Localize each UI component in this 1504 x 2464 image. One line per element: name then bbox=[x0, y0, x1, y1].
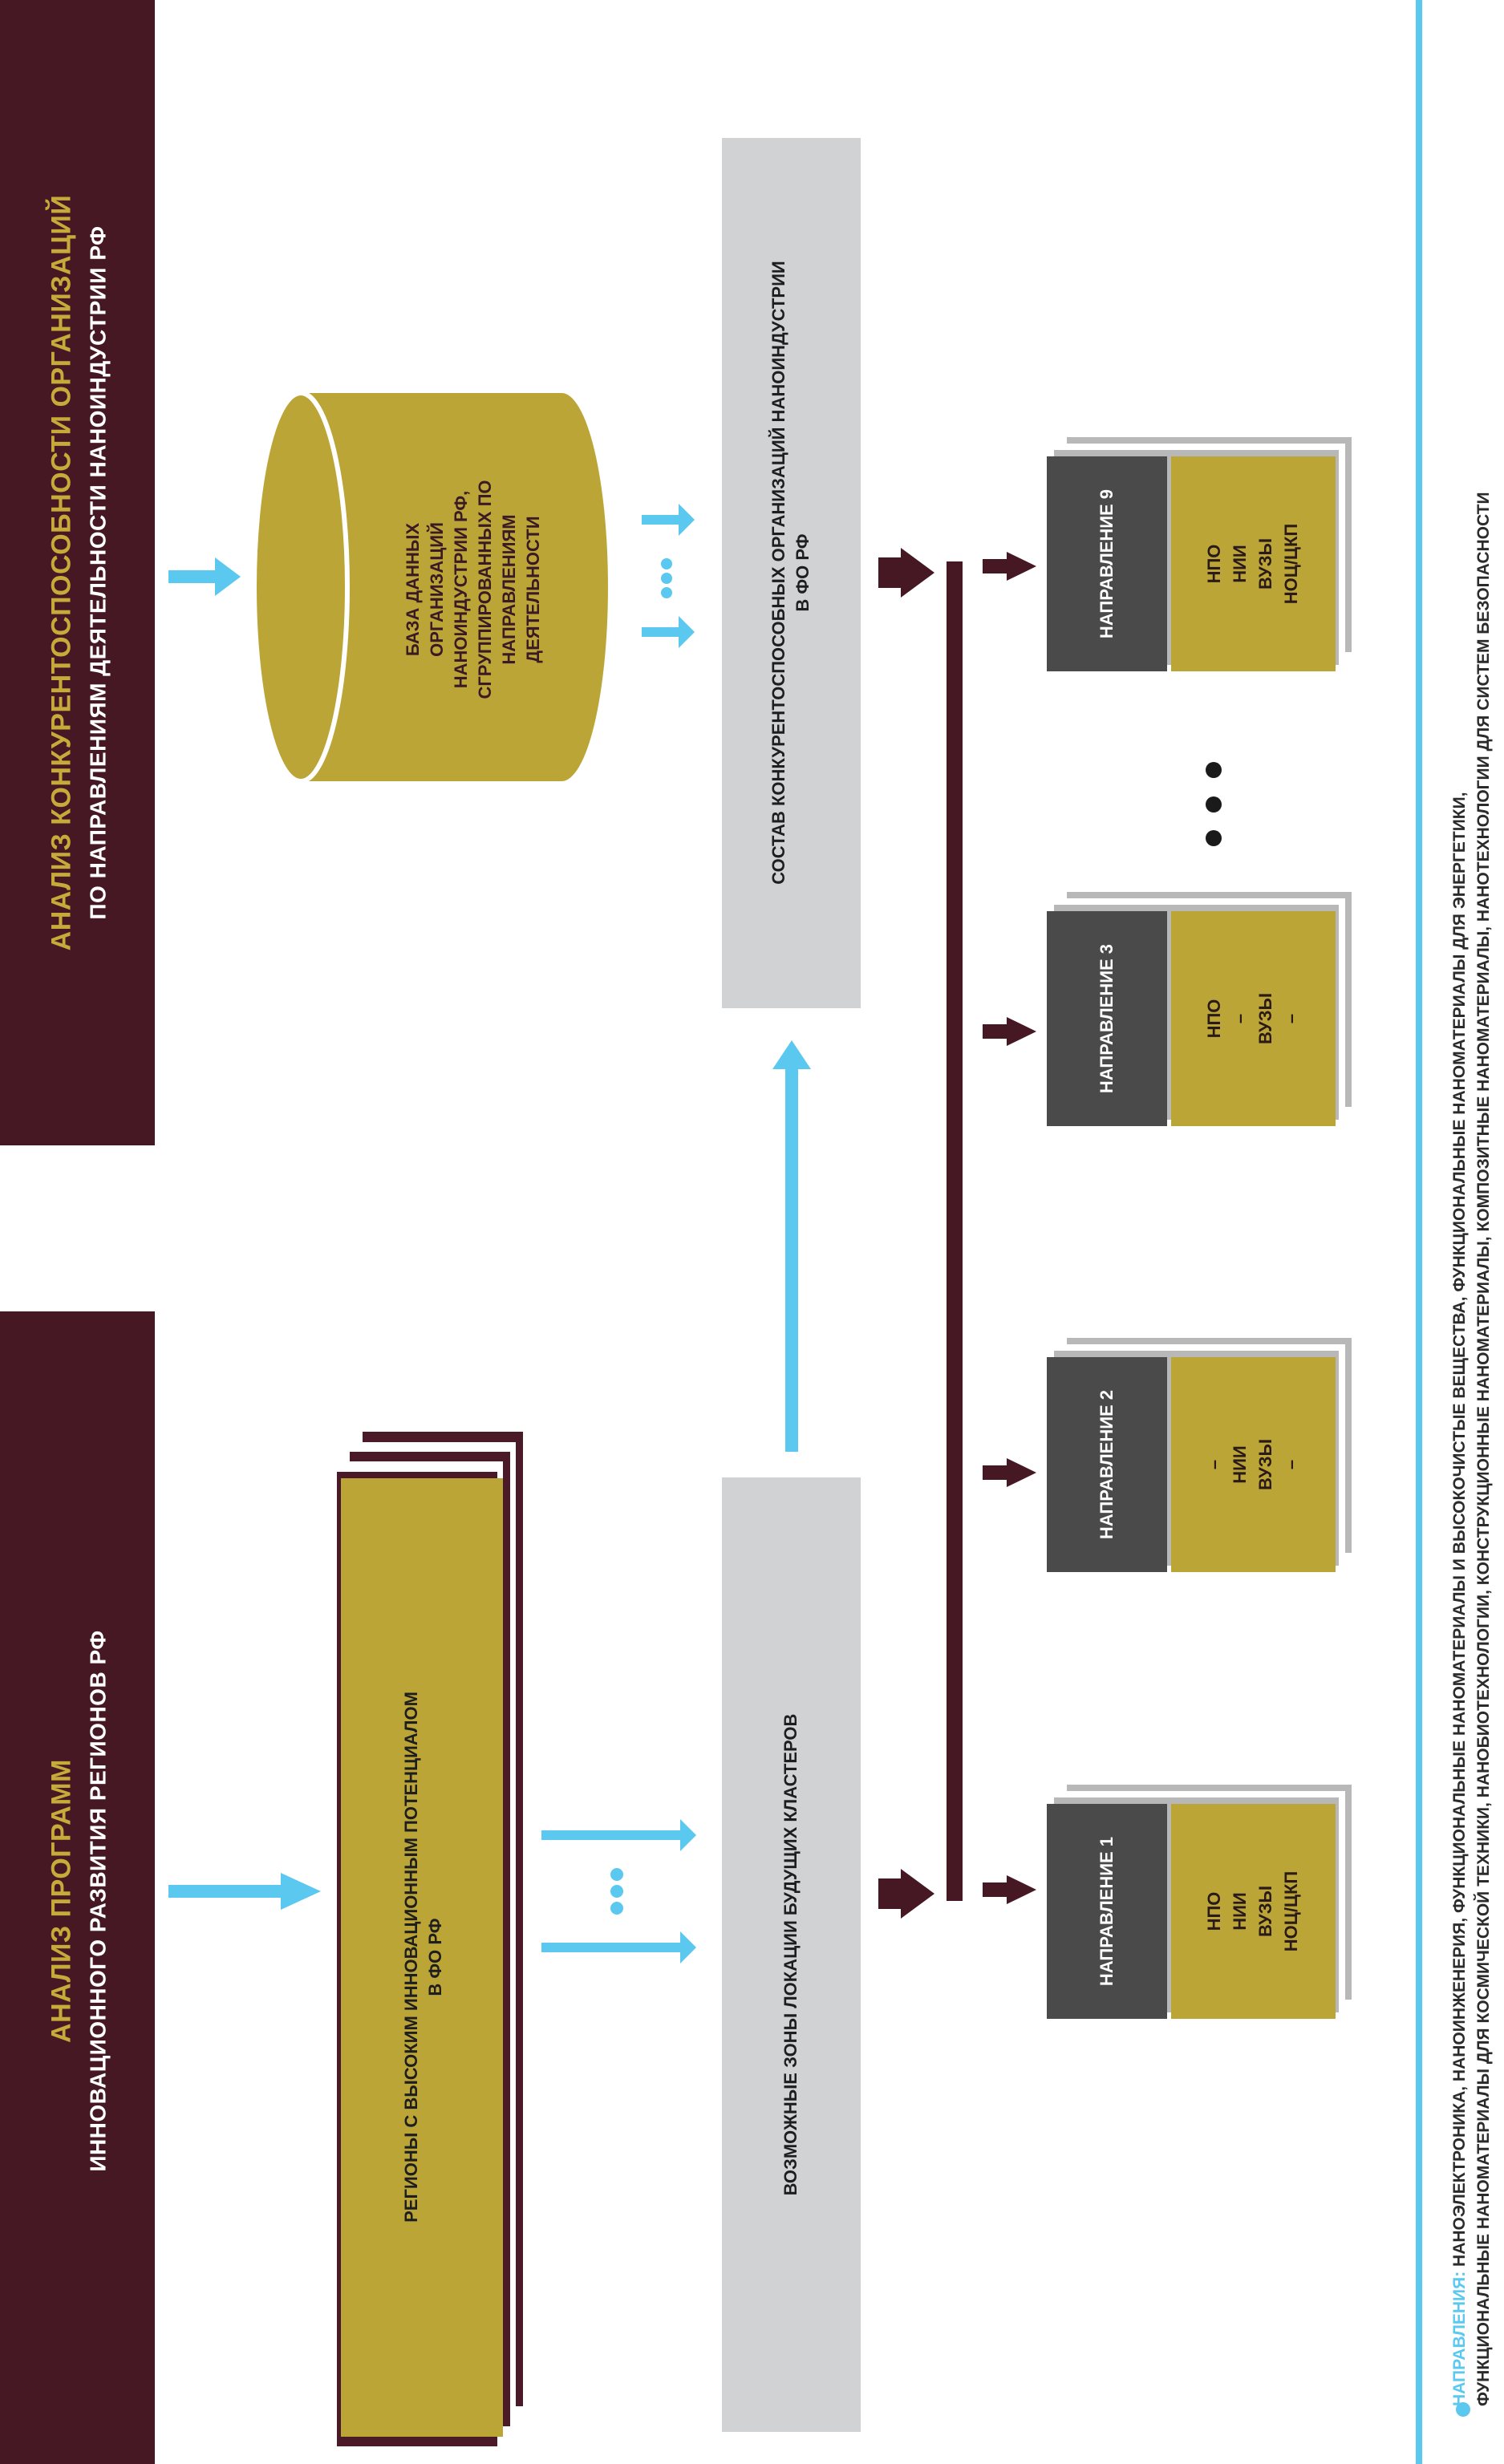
regions-box bbox=[341, 1478, 503, 2437]
org-entry: ВУЗЫ bbox=[1255, 537, 1275, 590]
arrows-to-bracket bbox=[878, 548, 934, 1919]
arrow-header-to-regions bbox=[168, 1873, 321, 1910]
database-line-2: ОРГАНИЗАЦИЙ bbox=[427, 522, 447, 657]
footnote-text-1: НАНОЭЛЕКТРОНИКА, НАНОИНЖЕНЕРИЯ, ФУНКЦИОН… bbox=[1450, 792, 1469, 2267]
header-left-subtitle: ИННОВАЦИОННОГО РАЗВИТИЯ РЕГИОНОВ РФ bbox=[85, 1630, 111, 2172]
header-left-text: АНАЛИЗ ПРОГРАММ ИННОВАЦИОННОГО РАЗВИТИЯ … bbox=[47, 1339, 111, 2462]
org-entry: ВУЗЫ bbox=[1255, 1438, 1275, 1491]
header-right-band bbox=[0, 0, 155, 1145]
direction-9-orgs: НПО НИИ ВУЗЫ НОЦ/ЦКП bbox=[1202, 460, 1304, 668]
org-entry: НИИ bbox=[1230, 1445, 1250, 1484]
header-right-title: АНАЛИЗ КОНКУРЕНТОСПОСОБНОСТИ ОРГАНИЗАЦИЙ bbox=[46, 194, 77, 951]
org-entry: ВУЗЫ bbox=[1255, 992, 1275, 1045]
org-entry: – bbox=[1230, 1013, 1250, 1024]
orgs-bar bbox=[722, 138, 861, 1008]
direction-1-orgs: НПО НИИ ВУЗЫ НОЦ/ЦКП bbox=[1202, 1807, 1304, 2016]
regions-box-line1: РЕГИОНЫ С ВЫСОКИМ ИННОВАЦИОННЫМ ПОТЕНЦИА… bbox=[401, 1692, 421, 2223]
ellipsis-dot bbox=[1206, 830, 1222, 846]
orgs-bar-line2: В ФО РФ bbox=[793, 533, 813, 612]
arrow-zones-to-orgs bbox=[772, 1040, 811, 1452]
org-entry: ВУЗЫ bbox=[1255, 1885, 1275, 1938]
ellipsis-dot bbox=[1206, 796, 1222, 813]
direction-1-label: НАПРАВЛЕНИЕ 1 bbox=[1097, 1836, 1117, 1987]
zones-bar bbox=[722, 1477, 861, 2432]
direction-9-body bbox=[1171, 456, 1336, 671]
arrow-header-to-database bbox=[168, 557, 241, 596]
org-entry: НПО bbox=[1204, 1891, 1224, 1931]
header-right-subtitle: ПО НАПРАВЛЕНИЯМ ДЕЯТЕЛЬНОСТИ НАНОИНДУСТР… bbox=[85, 225, 111, 920]
regions-box-line2: В ФО РФ bbox=[425, 1918, 445, 1996]
direction-2-label: НАПРАВЛЕНИЕ 2 bbox=[1097, 1389, 1117, 1540]
database-line-1: БАЗА ДАННЫХ bbox=[403, 522, 423, 657]
footnote-line-1: НАПРАВЛЕНИЯ: НАНОЭЛЕКТРОНИКА, НАНОИНЖЕНЕ… bbox=[1448, 289, 1472, 2406]
org-entry: – bbox=[1281, 1013, 1301, 1024]
direction-2-orgs: – НИИ ВУЗЫ – bbox=[1202, 1360, 1304, 1569]
regions-box-text: РЕГИОНЫ С ВЫСОКИМ ИННОВАЦИОННЫМ ПОТЕНЦИА… bbox=[399, 1516, 448, 2398]
ellipsis-dot bbox=[610, 1885, 623, 1898]
org-entry: – bbox=[1204, 1459, 1224, 1470]
header-left-band bbox=[0, 1311, 155, 2464]
org-entry: – bbox=[1281, 1459, 1301, 1470]
bracket-line bbox=[947, 561, 963, 1901]
direction-1-body bbox=[1171, 1804, 1336, 2019]
arrows-to-directions bbox=[983, 552, 1036, 1904]
direction-3-body bbox=[1171, 911, 1336, 1126]
ellipsis-dot bbox=[661, 558, 672, 569]
header-left-title: АНАЛИЗ ПРОГРАММ bbox=[46, 1759, 77, 2043]
header-right-text: АНАЛИЗ КОНКУРЕНТОСПОСОБНОСТИ ОРГАНИЗАЦИЙ… bbox=[47, 11, 111, 1134]
orgs-bar-line1: СОСТАВ КОНКУРЕНТОСПОСОБНЫХ ОРГАНИЗАЦИЙ Н… bbox=[768, 261, 788, 885]
direction-2-header bbox=[1047, 1357, 1167, 1572]
footnote: НАПРАВЛЕНИЯ: НАНОЭЛЕКТРОНИКА, НАНОИНЖЕНЕ… bbox=[1448, 289, 1496, 2406]
direction-9-label: НАПРАВЛЕНИЕ 9 bbox=[1097, 488, 1117, 639]
org-entry: НОЦ/ЦКП bbox=[1281, 523, 1301, 605]
org-entry: НОЦ/ЦКП bbox=[1281, 1870, 1301, 1952]
org-entry: НПО bbox=[1204, 999, 1224, 1039]
database-line-6: ДЕЯТЕЛЬНОСТИ bbox=[523, 516, 543, 663]
ellipsis-dot bbox=[661, 573, 672, 584]
direction-1-header bbox=[1047, 1804, 1167, 2019]
footnote-label: НАПРАВЛЕНИЯ: bbox=[1450, 2271, 1469, 2406]
orgs-bar-text: СОСТАВ КОНКУРЕНТОСПОСОБНЫХ ОРГАНИЗАЦИЙ Н… bbox=[767, 152, 815, 994]
bullet-dot bbox=[1456, 2402, 1470, 2417]
ellipsis-dot bbox=[1206, 762, 1222, 778]
direction-3-header bbox=[1047, 911, 1167, 1126]
database-text: БАЗА ДАННЫХ ОРГАНИЗАЦИЙ НАНОИНДУСТРИИ РФ… bbox=[401, 421, 545, 758]
direction-3-label: НАПРАВЛЕНИЕ 3 bbox=[1097, 943, 1117, 1094]
org-entry: НИИ bbox=[1230, 545, 1250, 583]
ellipsis-dot bbox=[661, 587, 672, 598]
zones-bar-label: ВОЗМОЖНЫЕ ЗОНЫ ЛОКАЦИИ БУДУЩИХ КЛАСТЕРОВ bbox=[780, 1713, 801, 2196]
ellipsis-dot bbox=[610, 1868, 623, 1881]
direction-3-orgs: НПО – ВУЗЫ – bbox=[1202, 914, 1304, 1123]
database-line-3: НАНОИНДУСТРИИ РФ, bbox=[451, 490, 471, 689]
org-entry: НИИ bbox=[1230, 1892, 1250, 1931]
footnote-text-2: ФУНКЦИОНАЛЬНЫЕ НАНОМАТЕРИАЛЫ ДЛЯ КОСМИЧЕ… bbox=[1474, 492, 1493, 2406]
database-line-4: СГРУППИРОВАННЫХ ПО bbox=[475, 480, 495, 699]
direction-9-header bbox=[1047, 456, 1167, 671]
org-entry: НПО bbox=[1204, 544, 1224, 584]
database-line-5: НАПРАВЛЕНИЯМ bbox=[499, 514, 519, 665]
cyan-side-rule bbox=[1416, 0, 1422, 2464]
ellipsis-dot bbox=[610, 1902, 623, 1915]
direction-2-body bbox=[1171, 1357, 1336, 1572]
